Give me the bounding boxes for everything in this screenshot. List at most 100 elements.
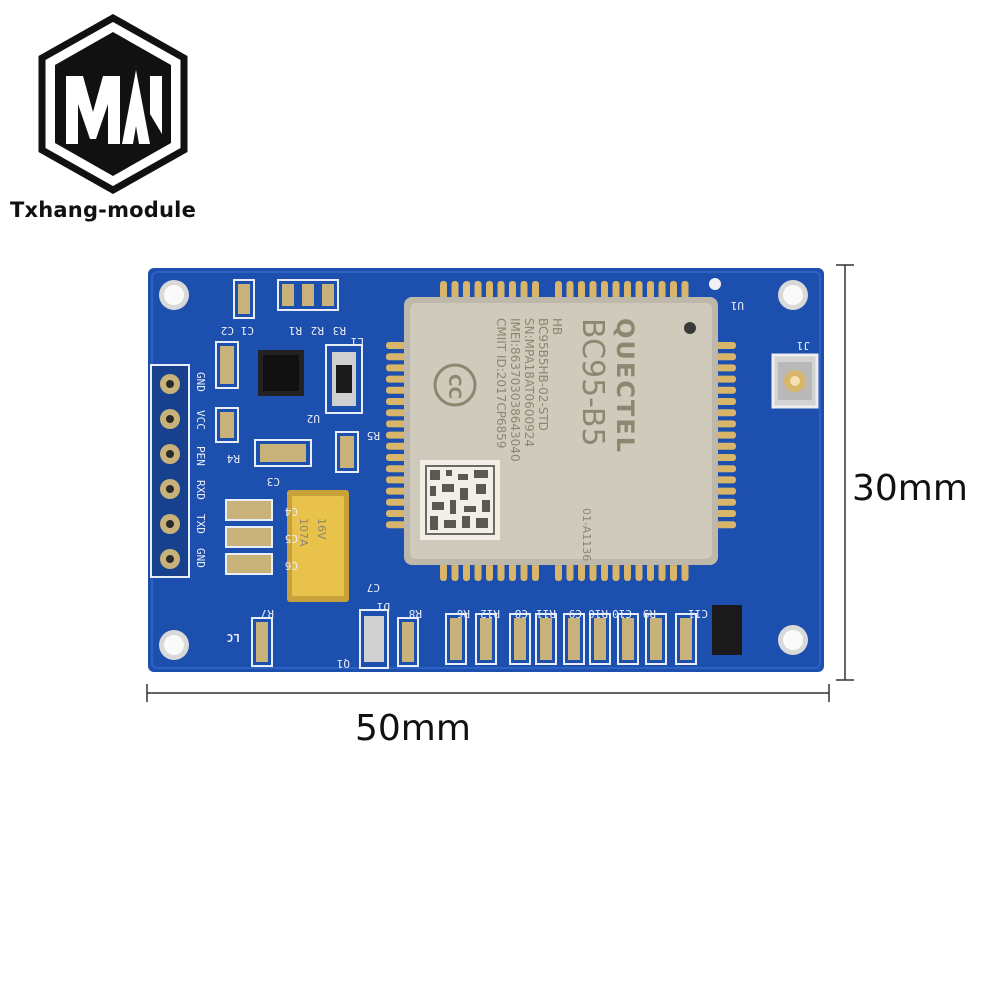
- module-pad: [716, 454, 736, 461]
- smd-part: [650, 618, 662, 660]
- module-pad: [451, 563, 459, 581]
- module-pad: [670, 563, 677, 581]
- module-pad: [386, 521, 406, 529]
- module-pad: [624, 563, 631, 581]
- module-pad: [612, 281, 620, 299]
- pin-labels: GND VCC PEN RXD TXD GND: [194, 372, 207, 568]
- module-pad: [566, 281, 574, 299]
- module-pad: [601, 563, 608, 581]
- svg-text:J1: J1: [797, 339, 810, 352]
- svg-text:R2: R2: [311, 324, 324, 337]
- module-line: HB: [550, 318, 564, 335]
- svg-text:L1: L1: [351, 335, 364, 348]
- module-pad: [440, 563, 447, 581]
- module-pad: [386, 342, 406, 349]
- module-pad: [509, 563, 516, 581]
- smd-outline: [509, 613, 531, 665]
- pin-label: RXD: [194, 480, 207, 500]
- module-pad: [716, 386, 736, 394]
- capacitor-marking: 107A 16V: [297, 518, 328, 547]
- svg-text:R1: R1: [289, 324, 302, 337]
- mounting-holes: [159, 278, 808, 660]
- brand-logo: [38, 14, 188, 194]
- module-maker: QUECTEL: [611, 318, 639, 454]
- svg-text:R10: R10: [588, 607, 608, 620]
- module-pad: [716, 409, 736, 417]
- pin-label: PEN: [194, 446, 207, 466]
- module-pad: [474, 563, 482, 581]
- module-pad: [624, 281, 631, 299]
- module-pad: [386, 442, 406, 450]
- module-pad: [716, 353, 736, 361]
- module-pad: [386, 353, 406, 361]
- pin-header: [150, 364, 190, 578]
- svg-text:107A: 107A: [297, 518, 310, 547]
- module-pad: [386, 476, 406, 484]
- module-pad: [386, 487, 406, 495]
- module-pad: [386, 465, 406, 473]
- module-pad: [658, 281, 666, 299]
- svg-text:CC: CC: [444, 374, 464, 399]
- module-line: IMEI:863703038643040: [508, 318, 522, 462]
- module-pad: [532, 281, 539, 299]
- module-pads: [386, 281, 736, 581]
- smd-outline: [563, 613, 585, 665]
- pin-label: GND: [194, 372, 207, 392]
- module-pad: [486, 281, 493, 299]
- smd-part: [514, 618, 526, 660]
- svg-text:C8: C8: [515, 607, 528, 620]
- module-pad: [451, 281, 459, 299]
- module-line: SN:MPA18AT0600924: [522, 318, 536, 447]
- module-pad: [589, 281, 597, 299]
- smd-outline: [535, 613, 557, 665]
- module-pad: [386, 454, 406, 461]
- svg-text:C9: C9: [569, 607, 582, 620]
- module-line: CMIIT ID:2017CP6859: [494, 318, 508, 448]
- module-pad: [566, 563, 574, 581]
- module-pad: [670, 281, 677, 299]
- smd-outline: [617, 613, 639, 665]
- svg-text:C7: C7: [367, 581, 380, 594]
- module-pad: [578, 281, 585, 299]
- module-text: QUECTEL BC95-B5 01-A1136 HB BC95B5HB-02-…: [494, 318, 639, 561]
- module-pad: [386, 409, 406, 417]
- silkscreen-refs: C1 C2 R1 R2 R3 L1 U2 R5 R4 C3 C4 C5 C6 C…: [221, 299, 810, 670]
- module-pad: [386, 398, 406, 405]
- antenna-connector: [771, 353, 819, 409]
- module-pad: [386, 431, 406, 439]
- module-pad: [497, 563, 505, 581]
- pin-label: VCC: [194, 410, 207, 430]
- width-dimension-label: 50mm: [355, 708, 471, 749]
- module-line: 01-A1136: [580, 508, 593, 561]
- module-pad: [716, 364, 736, 372]
- smd-part: [450, 618, 462, 660]
- module-pad: [681, 281, 689, 299]
- module-pad: [647, 563, 654, 581]
- quectel-module: CC QUECTEL BC95-B5 01-A1136 HB BC95B5HB-…: [404, 297, 718, 565]
- module-pad: [716, 398, 736, 405]
- module-pad: [716, 498, 736, 506]
- module-pad: [601, 281, 608, 299]
- module-pad: [716, 521, 736, 529]
- smd-part: [480, 618, 492, 660]
- module-pad: [716, 420, 736, 428]
- module-pad: [440, 281, 447, 299]
- svg-text:C1: C1: [241, 324, 254, 337]
- module-pad: [386, 364, 406, 372]
- module-pad: [386, 386, 406, 394]
- smd-part: [540, 618, 552, 660]
- module-pad: [716, 510, 736, 517]
- smd-part: [568, 618, 580, 660]
- module-line: BC95B5HB-02-STD: [536, 318, 550, 431]
- module-pad: [486, 563, 493, 581]
- svg-text:C4: C4: [284, 505, 298, 518]
- module-pad: [386, 498, 406, 506]
- module-pad: [716, 442, 736, 450]
- module-pad: [474, 281, 482, 299]
- svg-text:R3: R3: [333, 324, 346, 337]
- module-pad: [386, 375, 406, 383]
- module-pad: [716, 487, 736, 495]
- smd-outline: [675, 613, 697, 665]
- lc-logo: LC: [227, 631, 240, 644]
